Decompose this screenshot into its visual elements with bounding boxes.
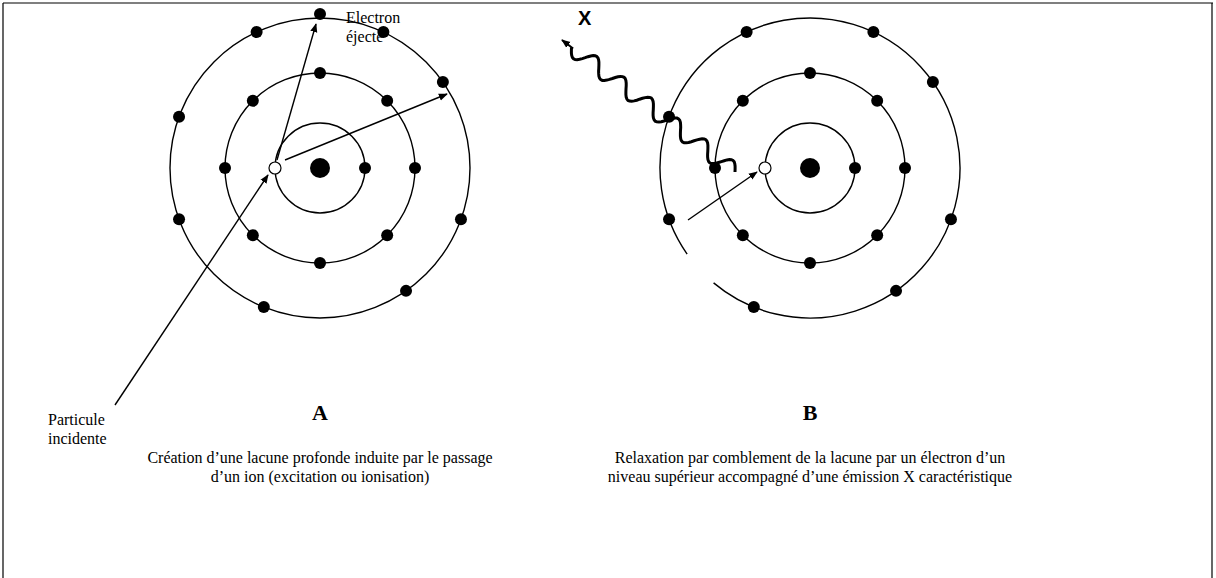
incident-particle-arrow [115,175,268,405]
electron [247,95,259,107]
electron [173,213,185,225]
electron [247,229,259,241]
electron [455,213,467,225]
electron-shell [765,123,855,213]
electron-shell [225,73,415,263]
panel-letter: A [300,400,340,426]
outgoing-particle-arrow [285,94,447,160]
electron [849,162,861,174]
electron [400,285,412,297]
electron [314,257,326,269]
nucleus [800,158,820,178]
panel-caption: Création d’une lacune profonde induite p… [140,448,500,486]
electron [804,257,816,269]
panel-letter: B [790,400,830,426]
ejected-electron-arrow [277,24,316,160]
electron [899,162,911,174]
electron [741,26,753,38]
electron [871,229,883,241]
electron [737,229,749,241]
frame [3,3,1213,578]
electron [663,213,675,225]
vacancy [269,162,281,174]
electron-shell [660,18,960,318]
transition-arrow [688,172,757,220]
electron [804,67,816,79]
nucleus [310,158,330,178]
electron [409,162,421,174]
electron [737,95,749,107]
x-ray-label: X [578,6,608,30]
electron [219,162,231,174]
incident-particle-label: Particule incidente [48,410,148,448]
electron [871,95,883,107]
electron [314,67,326,79]
electron-shell [715,73,905,263]
electron [381,229,393,241]
electron [437,76,449,88]
electron [748,301,760,313]
electron [927,76,939,88]
ejected-electron-label: Electron éjecté [346,8,416,46]
electron [381,95,393,107]
electron [251,26,263,38]
ejected-electron [314,8,326,20]
electron [258,301,270,313]
electron [945,213,957,225]
electron-shell [275,123,365,213]
panel-caption: Relaxation par comblement de la lacune p… [605,448,1015,486]
electron [359,162,371,174]
electron [867,26,879,38]
vacancy [759,162,771,174]
electron-shell [170,18,470,318]
electron [890,285,902,297]
electron [173,111,185,123]
x-ray-arrowhead [562,40,573,48]
x-ray-photon [571,47,735,172]
